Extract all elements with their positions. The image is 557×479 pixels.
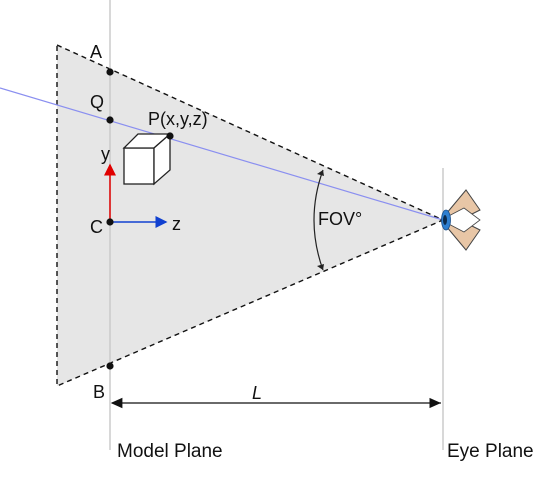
fov-arc-head-bottom xyxy=(317,264,324,270)
point-b-label: B xyxy=(93,382,105,402)
y-axis-label: y xyxy=(101,144,110,164)
z-axis-label: z xyxy=(172,214,181,234)
point-b-dot xyxy=(106,362,114,370)
point-c-dot xyxy=(106,218,114,226)
eye-icon xyxy=(439,189,481,251)
fov-arc xyxy=(313,169,324,271)
point-q-label: Q xyxy=(90,92,104,112)
fov-arc-head-top xyxy=(317,170,324,176)
sight-ray xyxy=(0,87,444,221)
point-q-dot xyxy=(106,116,114,124)
eye-plane-label: Eye Plane xyxy=(447,441,534,462)
point-c-label: C xyxy=(90,217,103,237)
distance-label: L xyxy=(252,383,262,403)
point-p-label: P(x,y,z) xyxy=(148,109,208,129)
point-a-label: A xyxy=(90,42,102,62)
model-plane-label: Model Plane xyxy=(117,441,223,462)
point-p-dot xyxy=(166,132,174,140)
fov-label: FOV° xyxy=(318,209,362,229)
point-a-dot xyxy=(106,68,114,76)
cube-icon xyxy=(122,132,172,186)
view-frustum xyxy=(56,43,445,388)
